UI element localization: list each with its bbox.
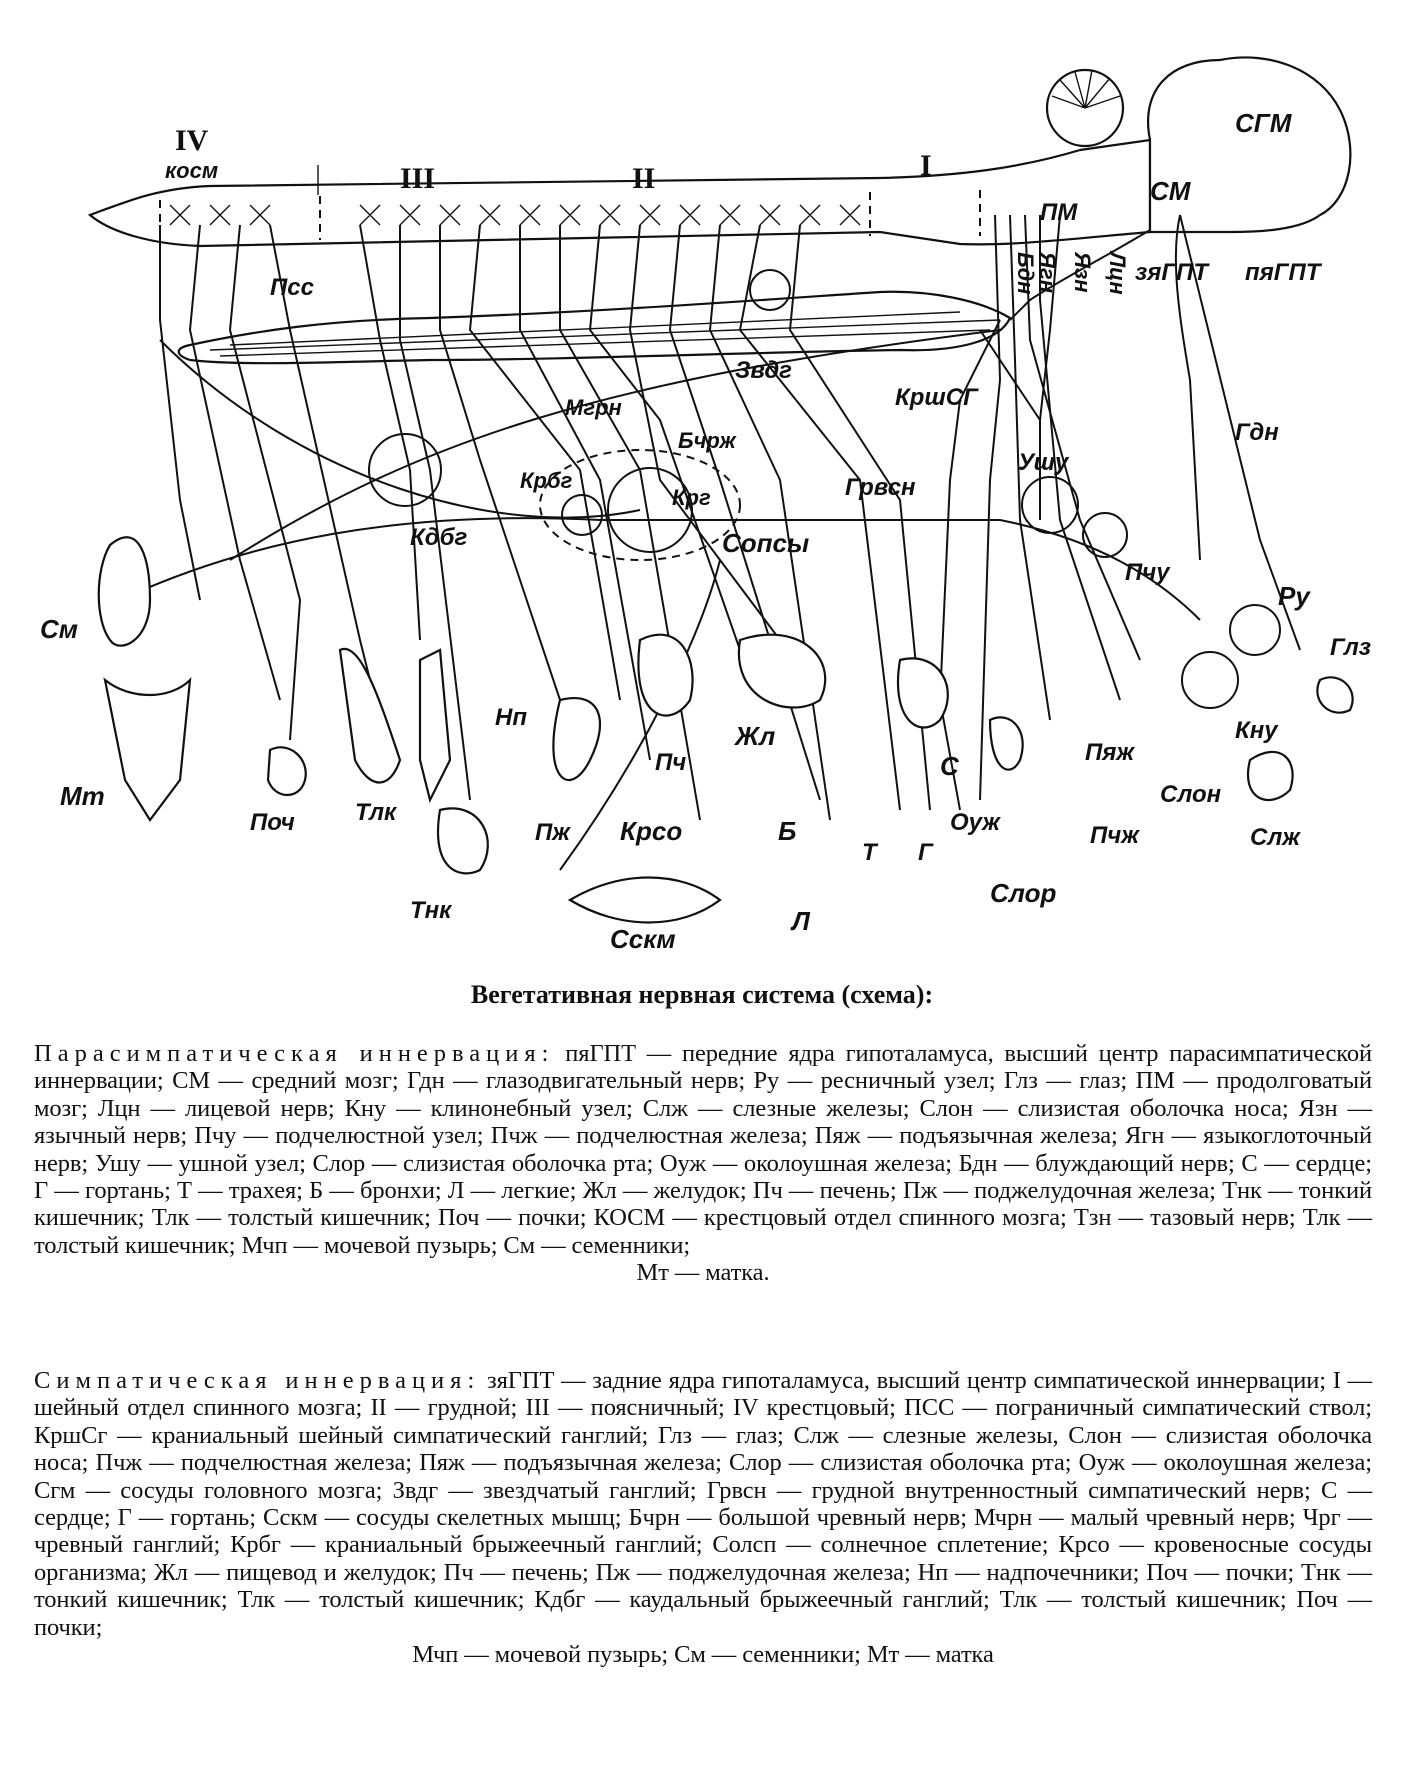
label-zyaGPT: зяГПТ [1135,259,1210,286]
figure-caption: Вегетативная нервная система (схема): [0,980,1404,1010]
legend-para-heading: Парасимпатическая иннервация: [34,1040,554,1067]
label-Np: Нп [495,704,527,731]
legend-para-tail: Мт — матка. [34,1259,1372,1286]
label-Pss: Псс [270,274,314,301]
label-II: II [632,162,655,195]
label-Knu: Кну [1235,717,1279,744]
label-Glz: Глз [1330,634,1371,661]
autonomic-nervous-system-diagram: IV косм III II I СГМ СМ ПМ зяГПТ пяГПТ Б… [0,0,1404,990]
label-G: Г [918,839,934,866]
label-C: С [940,751,960,781]
sympathetic-trunk [179,292,1010,363]
label-Mgrn: Мгрн [565,395,622,420]
label-Krg: Крг [672,485,711,510]
label-Slon: Слон [1160,781,1222,808]
label-PM: ПМ [1040,199,1078,226]
label-Slor: Слор [990,878,1056,908]
legend-sympathetic: Симпатическая иннервация: зяГПТ — задние… [34,1367,1372,1668]
label-Poch: Поч [250,809,295,836]
cerebellum [1047,70,1123,146]
label-Pzh: Пж [535,819,571,846]
label-B: Б [778,816,796,846]
label-IV: IV [175,124,209,157]
label-Ushu: Ушу [1018,449,1070,476]
label-Pchzh: Пчж [1090,822,1140,849]
label-Sopsy: Сопсы [722,528,809,558]
label-pyaGPT: пяГПТ [1245,259,1323,286]
label-Pyazh: Пяж [1085,739,1135,766]
legend-symp-text: зяГПТ — задние ядра гипоталамуса, высший… [34,1367,1372,1641]
label-Yagn: Ягн [1035,251,1060,293]
label-Tnk: Тнк [410,897,453,924]
label-Bdn: Бдн [1013,252,1038,294]
label-Zhl: Жл [733,721,775,751]
label-I: I [920,149,932,182]
label-Zvdg: Звдг [735,357,792,384]
label-Bchrzh: Бчрж [678,428,738,453]
label-Slzh: Слж [1250,824,1301,851]
label-kosm: косм [165,158,218,183]
label-Kdbg: Кдбг [410,524,467,551]
label-Pch: Пч [655,749,686,776]
label-Yazn: Язн [1070,251,1095,293]
label-SGM: СГМ [1235,108,1293,138]
label-Lcn: Лцн [1105,250,1130,295]
organs [99,537,1353,922]
label-KrshSG: КршСГ [895,384,979,411]
label-Krbg: Крбг [520,468,573,493]
label-Ouzh: Оуж [950,809,1001,836]
label-T: Т [862,839,879,866]
label-SM: СМ [1150,176,1192,206]
label-Ru: Ру [1278,581,1311,611]
legend-symp-tail: Мчп — мочевой пузырь; См — семенники; Мт… [34,1641,1372,1668]
label-Gdn: Гдн [1235,419,1279,446]
legend-para-text: пяГПТ — передние ядра гипоталамуса, высш… [34,1040,1372,1259]
label-Sskm: Сскм [610,924,676,954]
spinal-cord [90,140,1150,246]
legend-parasympathetic: Парасимпатическая иннервация: пяГПТ — пе… [34,1040,1372,1287]
label-L: Л [790,906,811,936]
label-Krso: Крсо [620,816,682,846]
label-Grvsn: Грвсн [845,474,916,501]
label-III: III [400,162,435,195]
label-Pchu: Пчу [1125,559,1171,586]
label-Tlk: Тлк [355,799,398,826]
legend-symp-heading: Симпатическая иннервация: [34,1367,480,1394]
label-Sm: См [40,614,78,644]
label-Mt: Мт [60,781,105,811]
